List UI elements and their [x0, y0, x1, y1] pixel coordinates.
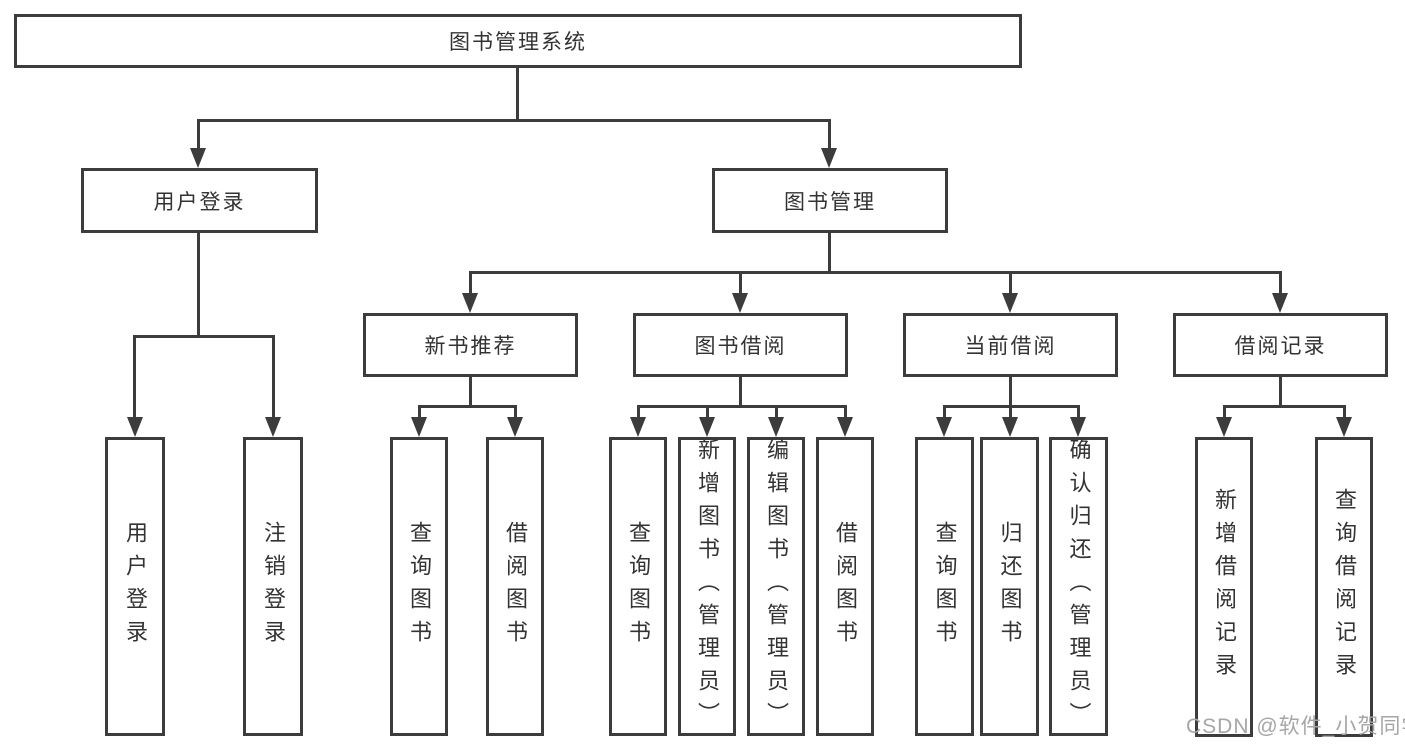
- arrowhead-new-book-recommend: [462, 293, 478, 313]
- node-cb-return-book-label: 归还图书: [997, 520, 1023, 653]
- connector-user-login-drop: [197, 119, 200, 152]
- arrowhead-cb-query-book: [936, 417, 952, 437]
- arrowhead-book-borrow: [732, 293, 748, 313]
- node-nb-query-book-label: 查询图书: [407, 520, 432, 653]
- node-cb-return-book: 归还图书: [980, 437, 1039, 736]
- node-bb-add-book: 新增图书（管理员）: [678, 437, 736, 736]
- arrowhead-cb-confirm-return: [1070, 417, 1086, 437]
- node-borrow-record: 借阅记录: [1173, 313, 1388, 377]
- connector-br-bar: [1223, 405, 1346, 408]
- connector-book-management-stem: [828, 233, 831, 272]
- connector-book-borrow-drop: [739, 271, 742, 297]
- node-cb-query-book-label: 查询图书: [932, 520, 958, 653]
- arrowhead-bb-borrow-book: [837, 417, 853, 437]
- arrowhead-nb-query-book: [411, 417, 427, 437]
- node-bb-query-book-label: 查询图书: [626, 520, 651, 653]
- connector-login-drop: [133, 335, 136, 421]
- node-book-borrow: 图书借阅: [633, 313, 848, 377]
- connector-br-stem: [1279, 377, 1282, 406]
- arrowhead-cb-return-book: [1002, 417, 1018, 437]
- connector-cb-return-drop: [1009, 405, 1012, 421]
- node-br-query-record-label: 查询借阅记录: [1332, 488, 1357, 686]
- connector-bb-bar: [637, 405, 847, 408]
- node-bb-query-book: 查询图书: [609, 437, 667, 736]
- node-br-add-record: 新增借阅记录: [1195, 437, 1253, 737]
- arrowhead-br-add-record: [1216, 417, 1232, 437]
- node-new-book-recommend: 新书推荐: [363, 313, 578, 377]
- connector-br-add-drop: [1223, 405, 1226, 421]
- arrowhead-borrow-record: [1272, 293, 1288, 313]
- node-bb-borrow-book: 借阅图书: [816, 437, 874, 736]
- node-nb-borrow-book: 借阅图书: [486, 437, 544, 736]
- connector-logout-drop: [272, 335, 275, 421]
- node-current-borrow-label: 当前借阅: [964, 335, 1057, 358]
- node-book-management: 图书管理: [712, 168, 948, 233]
- watermark: CSDN @软件_小贺同学: [1186, 715, 1405, 738]
- connector-cb-stem: [1009, 377, 1012, 406]
- connector-borrow-record-drop: [1279, 271, 1282, 297]
- node-nb-query-book: 查询图书: [390, 437, 448, 736]
- node-current-borrow: 当前借阅: [903, 313, 1118, 377]
- node-logout-label: 注销登录: [261, 520, 286, 653]
- node-nb-borrow-book-label: 借阅图书: [503, 520, 528, 653]
- node-cb-confirm-return-label: 确认归还（管理员）: [1066, 438, 1092, 735]
- node-cb-query-book: 查询图书: [915, 437, 974, 736]
- arrowhead-logout: [265, 417, 281, 437]
- connector-cb-confirm-drop: [1077, 405, 1080, 421]
- arrowhead-current-borrow: [1002, 293, 1018, 313]
- arrowhead-bb-add-book: [699, 417, 715, 437]
- node-user-login: 用户登录: [81, 168, 318, 233]
- connector-user-login-bar: [134, 335, 275, 338]
- connector-cb-query-drop: [943, 405, 946, 421]
- arrowhead-bb-edit-book: [768, 417, 784, 437]
- node-bb-edit-book-label: 编辑图书（管理员）: [764, 438, 789, 735]
- connector-br-query-drop: [1343, 405, 1346, 421]
- connector-nb-stem: [469, 377, 472, 406]
- node-book-management-label: 图书管理: [784, 190, 876, 214]
- connector-bb-edit-drop: [775, 405, 778, 421]
- node-root: 图书管理系统: [14, 14, 1022, 68]
- arrowhead-br-query-record: [1336, 417, 1352, 437]
- node-br-add-record-label: 新增借阅记录: [1212, 488, 1237, 686]
- connector-root-stem: [516, 68, 519, 120]
- arrowhead-bb-query-book: [630, 417, 646, 437]
- node-login-label: 用户登录: [123, 520, 148, 653]
- node-user-login-label: 用户登录: [153, 190, 246, 214]
- connector-bb-query-drop: [637, 405, 640, 421]
- connector-bb-stem: [739, 377, 742, 406]
- node-logout: 注销登录: [243, 437, 303, 736]
- node-cb-confirm-return: 确认归还（管理员）: [1049, 437, 1108, 736]
- node-bb-borrow-book-label: 借阅图书: [833, 520, 858, 653]
- connector-nb-query-drop: [418, 405, 421, 421]
- node-bb-add-book-label: 新增图书（管理员）: [695, 438, 720, 735]
- connector-book-management-drop: [828, 119, 831, 152]
- arrowhead-book-management: [821, 148, 837, 168]
- connector-level3-bar: [469, 271, 1282, 274]
- connector-nb-bar: [418, 405, 517, 408]
- connector-level1-bar: [197, 119, 831, 122]
- node-root-label: 图书管理系统: [449, 31, 587, 54]
- connector-user-login-stem: [197, 233, 200, 336]
- connector-current-borrow-drop: [1009, 271, 1012, 297]
- arrowhead-login: [127, 417, 143, 437]
- connector-bb-borrow-drop: [844, 405, 847, 421]
- connector-bb-add-drop: [706, 405, 709, 421]
- node-login: 用户登录: [105, 437, 165, 736]
- node-bb-edit-book: 编辑图书（管理员）: [747, 437, 805, 736]
- node-book-borrow-label: 图书借阅: [694, 335, 787, 358]
- arrowhead-user-login: [190, 148, 206, 168]
- node-borrow-record-label: 借阅记录: [1234, 335, 1327, 358]
- node-new-book-recommend-label: 新书推荐: [424, 335, 517, 358]
- connector-nb-borrow-drop: [514, 405, 517, 421]
- node-br-query-record: 查询借阅记录: [1315, 437, 1373, 737]
- connector-new-book-drop: [469, 271, 472, 297]
- arrowhead-nb-borrow-book: [507, 417, 523, 437]
